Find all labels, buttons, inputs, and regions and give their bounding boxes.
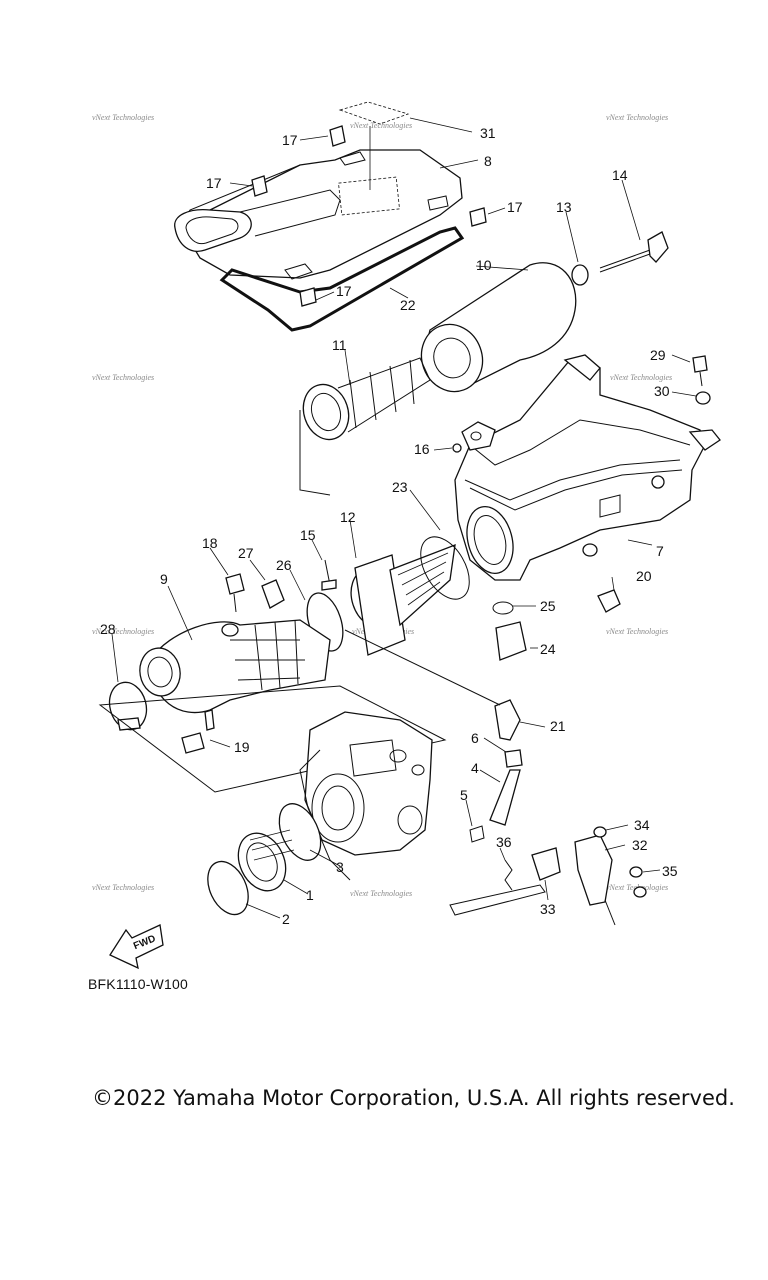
air-box-cover — [174, 149, 463, 280]
callout-24: 24 — [540, 641, 556, 657]
callout-33: 33 — [540, 901, 556, 917]
callout-13: 13 — [556, 199, 572, 215]
callout-3: 3 — [336, 859, 344, 875]
callout-15: 15 — [300, 527, 316, 543]
callout-35: 35 — [662, 863, 678, 879]
watermark-1: vNext Technologies — [92, 113, 154, 122]
air-box-case — [454, 354, 721, 581]
callout-17a: 17 — [282, 132, 298, 148]
filter-guide — [299, 357, 431, 496]
cover-gasket — [219, 226, 465, 332]
callouts: 17 31 8 17 17 13 14 10 17 22 11 29 30 16… — [100, 125, 678, 927]
drain-plug — [181, 709, 215, 754]
assembly-outline — [98, 685, 447, 793]
grommet — [452, 443, 462, 453]
watermark-4: vNext Technologies — [92, 373, 154, 382]
callout-28: 28 — [100, 621, 116, 637]
throttle-joint — [237, 829, 295, 892]
callout-2: 2 — [282, 911, 290, 927]
fwd-arrow: FWD — [109, 924, 164, 970]
clips — [251, 125, 487, 307]
watermark-9: vNext Technologies — [92, 883, 154, 892]
callout-36: 36 — [496, 834, 512, 850]
joint-clamp — [207, 860, 249, 916]
leader-lines — [111, 117, 697, 919]
callout-29: 29 — [650, 347, 666, 363]
throttle-clamp — [278, 803, 322, 861]
callout-10: 10 — [476, 257, 492, 273]
callout-23: 23 — [392, 479, 408, 495]
watermark-7: vNext Technologies — [606, 627, 668, 636]
watermark-2: vNext Technologies — [606, 113, 668, 122]
breather-hose — [344, 629, 523, 843]
intake-duct — [139, 619, 331, 714]
callout-9: 9 — [160, 571, 168, 587]
watermark-3: vNext Technologies — [350, 121, 412, 130]
o-ring — [420, 536, 470, 600]
air-filter-element — [420, 262, 577, 393]
callout-18: 18 — [202, 535, 218, 551]
callout-19: 19 — [234, 739, 250, 755]
callout-16: 16 — [414, 441, 430, 457]
callout-27: 27 — [238, 545, 254, 561]
wing-bolt — [571, 231, 669, 286]
callout-14: 14 — [612, 167, 628, 183]
callout-11: 11 — [332, 337, 347, 353]
drain-cap — [597, 589, 621, 613]
copyright-notice: ©2022 Yamaha Motor Corporation, U.S.A. A… — [92, 1086, 735, 1110]
callout-1: 1 — [306, 887, 314, 903]
label-plate — [338, 101, 410, 190]
callout-5: 5 — [460, 787, 468, 803]
breather-filter — [495, 621, 527, 661]
callout-8: 8 — [484, 153, 492, 169]
callout-34: 34 — [634, 817, 650, 833]
watermark-11: vNext Technologies — [350, 889, 412, 898]
sensor-bracket — [449, 826, 647, 926]
callout-17b: 17 — [206, 175, 222, 191]
callout-21: 21 — [550, 718, 566, 734]
callout-32: 32 — [632, 837, 648, 853]
spring-clamp — [492, 601, 514, 615]
sensor-elbow — [225, 573, 285, 613]
callout-25: 25 — [540, 598, 556, 614]
mount-bolt — [692, 355, 711, 405]
diagram-code: BFK1110-W100 — [88, 976, 188, 992]
watermark-6: vNext Technologies — [92, 627, 154, 636]
callout-7: 7 — [656, 543, 664, 559]
watermark-5: vNext Technologies — [610, 373, 672, 382]
callout-30: 30 — [654, 383, 670, 399]
joint — [350, 543, 456, 656]
callout-4: 4 — [471, 760, 479, 776]
callout-22: 22 — [400, 297, 416, 313]
callout-26: 26 — [276, 557, 292, 573]
stud-bolt — [321, 559, 337, 591]
callout-12: 12 — [340, 509, 356, 525]
callout-17d: 17 — [336, 283, 352, 299]
callout-20: 20 — [636, 568, 652, 584]
callout-31: 31 — [480, 125, 496, 141]
callout-6: 6 — [471, 730, 479, 746]
callout-17c: 17 — [507, 199, 523, 215]
